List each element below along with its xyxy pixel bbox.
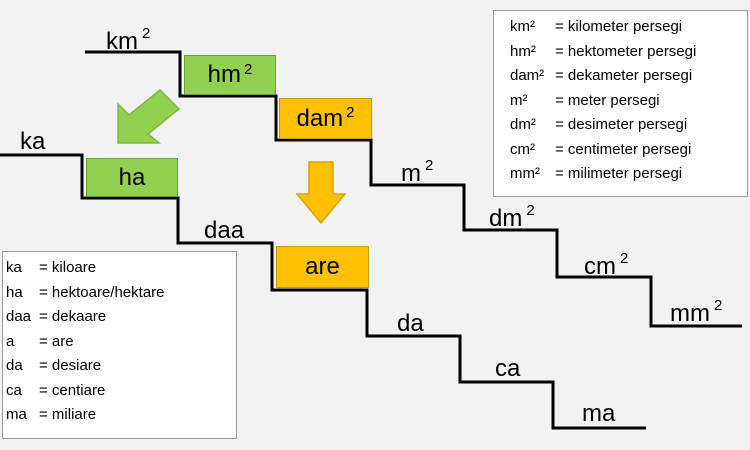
legend-row: da = desiare (6, 354, 236, 379)
dam2-label: dam (296, 104, 344, 132)
area-staircase (85, 50, 742, 328)
legend-unit: ka (6, 259, 22, 276)
legend-row: dam² = dekameter persegi (510, 64, 747, 89)
legend-description: = kiloare (39, 259, 97, 276)
legend-row: ma = miliare (6, 403, 236, 428)
are-box: are (276, 246, 369, 288)
daa-label: daa (204, 217, 245, 244)
legend-description: = dekameter persegi (555, 67, 693, 84)
legend-unit: km² (510, 18, 535, 35)
legend-unit: mm² (510, 165, 540, 182)
legend-unit: ma (6, 406, 27, 423)
km2-exponent: 2 (142, 25, 151, 42)
ha-label: ha (118, 163, 146, 191)
legend-row: km² = kilometer persegi (510, 15, 747, 40)
legend-description: = dekaare (39, 308, 107, 325)
legend-row: hm² = hektometer persegi (510, 40, 747, 65)
legend-unit: a (6, 332, 15, 350)
legend-unit: ca (6, 381, 22, 399)
m2-label: m (401, 160, 421, 187)
legend-row: daa = dekaare (6, 305, 236, 330)
km2-label: km (106, 28, 138, 55)
ha-box: ha (86, 158, 178, 197)
legend-row: a = are (6, 330, 236, 355)
green-arrow-icon (117, 88, 181, 144)
ca-label: ca (495, 355, 521, 382)
legend-description: = meter persegi (555, 91, 660, 109)
legend-row: m² = meter persegi (510, 89, 747, 114)
legend-description: = hektometer persegi (555, 42, 697, 60)
ma-label: ma (582, 400, 616, 427)
legend-description: = centimeter persegi (555, 140, 692, 158)
mm2-exponent: 2 (713, 297, 723, 314)
legend-row: ha = hektoare/hektare (6, 281, 236, 306)
legend-row: ca = centiare (6, 379, 236, 404)
legend-unit: daa (6, 308, 32, 325)
legend-unit: da (6, 357, 23, 374)
dm2-label: dm (489, 205, 523, 232)
are-staircase (0, 153, 646, 430)
legend-unit: dam² (510, 67, 545, 84)
da-label: da (397, 310, 424, 337)
are-label: are (305, 253, 340, 280)
cm2-exponent: 2 (620, 250, 629, 267)
legend-row: cm² = centimeter persegi (510, 138, 747, 163)
legend-description: = kilometer persegi (555, 18, 683, 35)
legend-row: mm² = milimeter persegi (510, 162, 747, 187)
legend-description: = are (39, 332, 74, 350)
legend-unit: m² (510, 91, 528, 109)
cm2-label: cm (584, 253, 616, 280)
legend-unit: cm² (510, 140, 535, 158)
legend-description: = desimeter persegi (555, 116, 688, 133)
legend-row: dm² = desimeter persegi (510, 113, 747, 138)
orange-arrow-icon (295, 161, 347, 225)
legend-description: = miliare (39, 406, 97, 423)
legend-description: = centiare (39, 381, 106, 399)
dm2-exponent: 2 (526, 202, 535, 219)
legend-unit: dm² (510, 116, 536, 133)
legend-description: = hektoare/hektare (39, 283, 165, 301)
hm2-label: hm (207, 61, 241, 88)
legend-unit: hm² (510, 42, 536, 60)
dam2-exponent: 2 (346, 104, 355, 121)
area-units-legend: km² = kilometer persegi hm² = hektometer pe… (493, 10, 748, 197)
hm2-exponent: 2 (244, 60, 253, 78)
legend-description: = desiare (39, 357, 102, 374)
legend-description: = milimeter persegi (555, 165, 683, 182)
legend-unit: ha (6, 283, 23, 301)
legend-row: ka = kiloare (6, 256, 236, 281)
m2-exponent: 2 (425, 157, 434, 174)
mm2-label: mm (670, 300, 710, 327)
ka-label: ka (20, 128, 46, 155)
